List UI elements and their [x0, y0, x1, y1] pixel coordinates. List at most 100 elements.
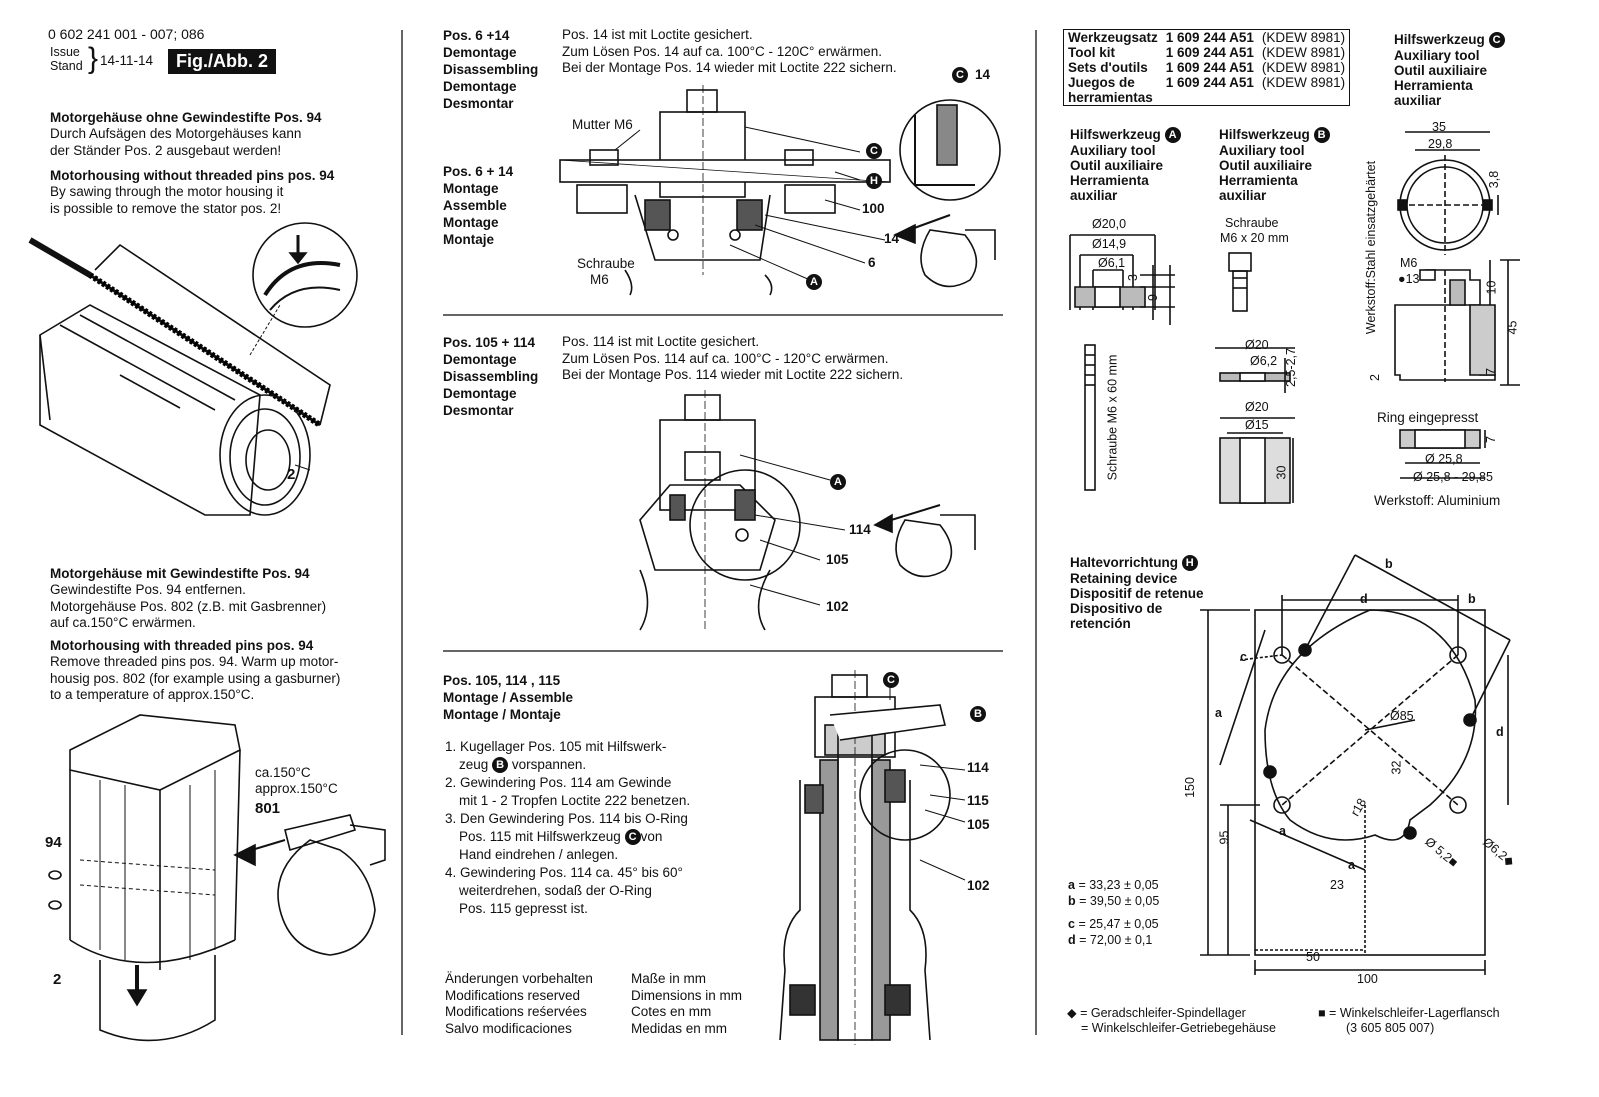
issue-brace: }: [88, 42, 99, 75]
saw-motor-housing-figure: [28, 222, 358, 516]
tool-c-drawing: [1394, 131, 1520, 479]
retainer-line: Dispositivo de: [1070, 601, 1163, 617]
retainer-line: Haltevorrichtung H: [1070, 555, 1204, 572]
detail-c-icon: C: [952, 67, 968, 83]
kit-row: Tool kit 1 609 244 A51 (KDEW 8981): [1064, 45, 1350, 60]
dim-32: 32: [1389, 760, 1404, 775]
kit-row: Werkzeugsatz 1 609 244 A51 (KDEW 8981): [1064, 30, 1350, 46]
section1-body-de: Durch Aufsägen des Motorgehäuses kann de…: [50, 126, 301, 159]
tool-c-line: Auxiliary tool: [1394, 48, 1480, 64]
callout-14: 14: [884, 231, 900, 246]
dimensions-note: Maße in mm Dimensions in mm Cotes en mm …: [631, 971, 742, 1037]
step-text: von: [640, 829, 663, 844]
legend-line: (3 605 805 007): [1346, 1021, 1435, 1035]
dim-50: 50: [1306, 950, 1320, 964]
retainer-heading: Haltevorrichtung H Retaining device Disp…: [1070, 555, 1204, 631]
dim-23: 23: [1330, 878, 1344, 892]
fig2-callout-94: 94: [45, 834, 62, 851]
step-line: 2. Gewindering Pos. 114 am Gewinde: [445, 775, 672, 790]
tool-c-dim-d258: Ø 25,8: [1425, 452, 1463, 466]
s1-en-line: By sawing through the motor housing it: [50, 184, 284, 199]
value-key: b: [1068, 893, 1076, 908]
sec1-pos-title: Pos. 6 +14 Demontage Disassembling Demon…: [443, 27, 538, 112]
tool-b-dim-d20b: Ø20: [1245, 400, 1269, 414]
sec2-text: Pos. 114 ist mit Loctite gesichert. Zum …: [562, 334, 903, 384]
sec3-assembly-figure: [779, 670, 966, 1045]
sec2-line: Zum Lösen Pos. 114 auf ca. 100°C - 120°C…: [562, 350, 889, 366]
sec1-assembly-title: Pos. 6 + 14 Montage Assemble Montage Mon…: [443, 163, 513, 248]
sec1-lang2: Assemble: [443, 198, 507, 213]
tool-b-icon: B: [492, 757, 509, 774]
square-icon: ■: [1318, 1006, 1326, 1020]
tool-c-dim-h45: 45: [1505, 320, 1520, 335]
kit-number: [1162, 90, 1258, 106]
retainer-values: a = 33,23 ± 0,05 b = 39,50 ± 0,05 c = 25…: [1068, 878, 1159, 948]
fig2-temp-de: ca.150°C: [255, 765, 311, 780]
tool-b-dim-d62: Ø6,2: [1250, 354, 1278, 368]
sec2-disassembly-figure: [639, 390, 976, 631]
tool-a-dim-d61: Ø6,1: [1098, 256, 1126, 270]
sec1-line: Zum Lösen Pos. 14 auf ca. 100°C - 120C° …: [562, 43, 882, 59]
dim-a-3: a: [1348, 858, 1355, 872]
tool-b-line: Auxiliary tool: [1219, 143, 1305, 159]
section2-body-en: Remove threaded pins pos. 94. Warm up mo…: [50, 654, 340, 704]
tool-b-dim-h2527: 2,5-2,7: [1283, 348, 1298, 387]
mod-line: Modifications reserved: [445, 987, 581, 1003]
retainer-plate-drawing: [1200, 554, 1511, 975]
fig2-callout-2: 2: [53, 971, 62, 988]
sec1-lang: Demontage: [443, 79, 517, 94]
kit-label: Juegos de: [1068, 75, 1135, 90]
dim-line: Maße in mm: [631, 971, 707, 986]
tool-a-line: Herramienta: [1070, 173, 1149, 189]
tool-b-dim-d20a: Ø20: [1245, 338, 1269, 352]
sec3-pos-title: Pos. 105, 114 , 115 Montage / Assemble M…: [443, 672, 573, 723]
tool-b-dim-h30: 30: [1274, 465, 1289, 480]
section2-body-de: Gewindestifte Pos. 94 entfernen. Motorge…: [50, 582, 326, 632]
tool-c-dim-h10: 10: [1484, 280, 1499, 295]
sec1-assembly-figure: [559, 85, 1001, 296]
mod-line: Modifications reśervées: [445, 1004, 587, 1019]
fig2-callout-801: 801: [255, 800, 281, 817]
kit-code: (KDEW 8981): [1261, 30, 1346, 45]
retainer-title: Haltevorrichtung: [1070, 555, 1179, 570]
tool-a-dim-h9: 9: [1145, 294, 1160, 301]
tool-a-line: Auxiliary tool: [1070, 143, 1156, 159]
dim-b-2: b: [1468, 592, 1476, 606]
sec2-callout-114: 114: [849, 522, 871, 537]
legend-text: = Winkelschleifer-Lagerflansch: [1329, 1006, 1500, 1020]
modifications-note: Änderungen vorbehalten Modifications res…: [445, 971, 593, 1037]
step-text: zeug: [459, 757, 489, 772]
retainer-h-icon: H: [1181, 555, 1198, 572]
legend-diamond: ◆ = Geradschleifer-Spindellager = Winkel…: [1067, 1006, 1276, 1036]
kit-label: Werkzeugsatz: [1068, 30, 1158, 45]
sec2-line: Pos. 114 ist mit Loctite gesichert.: [562, 334, 760, 349]
tool-a-dim-d20: Ø20,0: [1092, 217, 1127, 231]
callout-h-icon: H: [866, 173, 882, 189]
value-val: = 39,50 ± 0,05: [1079, 893, 1160, 908]
kit-code: (KDEW 8981): [1261, 75, 1346, 90]
tool-a-heading: Hilfswerkzeug A Auxiliary tool Outil aux…: [1070, 127, 1181, 203]
dim-d-2: d: [1496, 725, 1504, 739]
sec2-line: Bei der Montage Pos. 114 wieder mit Loct…: [562, 367, 904, 382]
tool-c-line: Outil auxiliaire: [1394, 63, 1488, 79]
step-text: Pos. 115 mit Hilfswerkzeug: [459, 829, 621, 844]
tool-c-ring-label: Ring eingepresst: [1377, 410, 1479, 425]
sec1-text: Pos. 14 ist mit Loctite gesichert. Zum L…: [562, 27, 897, 77]
dim-line: Medidas en mm: [631, 1020, 728, 1036]
diamond-icon: ◆: [1067, 1006, 1077, 1020]
value-val: = 72,00 ± 0,1: [1079, 932, 1153, 947]
dim-d85: Ø85: [1390, 709, 1414, 723]
kit-label: herramientas: [1068, 90, 1153, 105]
sec2-callout-a-icon: A: [830, 474, 846, 490]
tool-c-icon: C: [624, 829, 641, 846]
tool-a-dim-h3: 3: [1125, 274, 1140, 281]
s2-de-line: Gewindestifte Pos. 94 entfernen.: [50, 582, 246, 597]
section-divider: [443, 314, 1003, 316]
section1-title-de: Motorgehäuse ohne Gewindestifte Pos. 94: [50, 110, 322, 125]
dim-d-1: d: [1360, 592, 1368, 606]
mod-line: Änderungen vorbehalten: [445, 971, 593, 986]
step-4: 4. Gewindering Pos. 114 ca. 45° bis 60° …: [445, 864, 690, 918]
fig1-callout-2: 2: [287, 466, 296, 483]
column-divider-left: [401, 30, 403, 1035]
